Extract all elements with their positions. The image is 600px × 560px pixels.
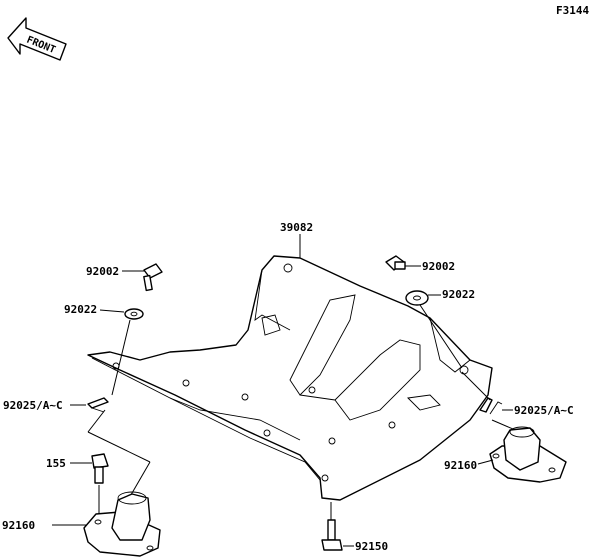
mount-right [489, 426, 567, 483]
clip-right-label: 92025/A~C [514, 404, 574, 417]
bolt-left-label: 92002 [86, 265, 119, 278]
clip-right [479, 397, 503, 415]
small-bolt [91, 453, 109, 484]
front-arrow-icon: FRONT [7, 17, 67, 61]
washer-left [124, 308, 144, 320]
bolt-left [143, 263, 163, 292]
washer-right [405, 290, 429, 306]
skid-plate [87, 255, 493, 501]
bottom-bolt [321, 519, 343, 551]
washer-left-label: 92022 [64, 303, 97, 316]
washer-right-label: 92022 [442, 288, 475, 301]
mount-left [83, 491, 161, 557]
bolt-right-label: 92002 [422, 260, 455, 273]
skid-plate-label: 39082 [280, 221, 313, 234]
clip-left-label: 92025/A~C [3, 399, 63, 412]
bolt-right [385, 255, 406, 271]
small-bolt-label: 155 [46, 457, 66, 470]
figure-id: F3144 [556, 4, 589, 17]
mount-right-label: 92160 [444, 459, 477, 472]
clip-left [87, 397, 109, 413]
mount-left-label: 92160 [2, 519, 35, 532]
bottom-bolt-label: 92150 [355, 540, 388, 553]
